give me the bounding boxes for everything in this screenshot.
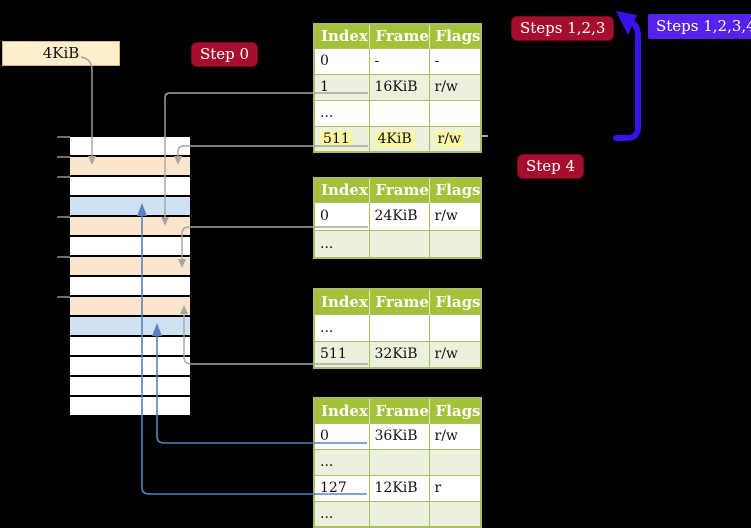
memory-frame-row [70, 177, 190, 197]
table-cell [368, 313, 430, 342]
table-cell [428, 99, 482, 127]
highlighted-cell-text: r/w [434, 130, 464, 147]
arrowhead-up-left-icon [616, 11, 637, 35]
table-cell: 12KiB [368, 474, 430, 502]
table-cell: r/w [428, 73, 482, 101]
highlighted-cell-text: 4KiB [374, 130, 415, 147]
physical-memory-column [70, 137, 190, 417]
memory-frame-row [70, 397, 190, 417]
table-cell: ... [313, 229, 370, 259]
memory-tick-marks [57, 136, 70, 298]
col-header-flags: Flags [428, 398, 481, 423]
col-header-flags: Flags [428, 289, 481, 314]
table-cell [428, 229, 482, 259]
table-cell: r/w [428, 340, 482, 369]
col-header-flags: Flags [428, 178, 481, 202]
table-cell: r/w [428, 125, 482, 153]
table-cell: 4KiB [368, 125, 430, 153]
table-cell: r [428, 474, 482, 502]
table-cell: 0 [313, 422, 370, 450]
table-cell: 0 [313, 201, 370, 231]
col-header-frame: Frame [368, 178, 429, 202]
memory-frame-row [70, 337, 190, 357]
table-cell: - [428, 47, 482, 75]
steps-123-badge: Steps 1,2,3 [511, 16, 615, 41]
table-cell: ... [313, 448, 370, 476]
step-0-badge: Step 0 [191, 42, 259, 67]
memory-frame-row [70, 257, 190, 277]
memory-frame-row [70, 317, 190, 337]
page-table-4: Index Frame Flags 0 36KiB r/w ... 127 12… [313, 397, 482, 528]
table-cell [368, 448, 430, 476]
steps-1234-badge: Steps 1,2,3,4 [648, 14, 751, 39]
page-table-2: Index Frame Flags 0 24KiB r/w ... [313, 177, 482, 259]
table-cell [368, 229, 430, 259]
frame-size-label: 4KiB [2, 41, 120, 66]
col-header-index: Index [314, 398, 369, 423]
memory-frame-row [70, 237, 190, 257]
table-cell: 511 [313, 125, 370, 153]
table-cell [428, 313, 482, 342]
memory-frame-row [70, 297, 190, 317]
table-cell: 16KiB [368, 73, 430, 101]
col-header-index: Index [314, 178, 369, 202]
page-table-3: Index Frame Flags ... 511 32KiB r/w [313, 288, 482, 369]
table-cell: 127 [313, 474, 370, 502]
table-cell: 0 [313, 47, 370, 75]
table-cell: ... [313, 500, 370, 528]
table-cell [428, 448, 482, 476]
table-cell: 511 [313, 340, 370, 369]
memory-frame-row [70, 157, 190, 177]
table-cell [368, 99, 430, 127]
table-cell: ... [313, 313, 370, 342]
table-cell: 1 [313, 73, 370, 101]
memory-frame-row [70, 357, 190, 377]
table-cell: r/w [428, 422, 482, 450]
col-header-frame: Frame [368, 289, 429, 314]
table-cell: r/w [428, 201, 482, 231]
recursive-loop-arrow [613, 11, 641, 141]
table-cell: - [368, 47, 430, 75]
memory-frame-row [70, 377, 190, 397]
memory-frame-row [70, 197, 190, 217]
table-cell: ... [313, 99, 370, 127]
table-cell [428, 500, 482, 528]
table-cell: 36KiB [368, 422, 430, 450]
col-header-frame: Frame [368, 398, 429, 423]
page-table-1: Index Frame Flags 0 - - 1 16KiB r/w ... … [313, 23, 482, 153]
col-header-flags: Flags [428, 24, 481, 48]
memory-frame-row [70, 217, 190, 237]
table-cell: 32KiB [368, 340, 430, 369]
memory-frame-row [70, 277, 190, 297]
memory-frame-row [70, 137, 190, 157]
table-cell: 24KiB [368, 201, 430, 231]
col-header-frame: Frame [368, 24, 429, 48]
highlighted-cell-text: 511 [320, 130, 353, 147]
col-header-index: Index [314, 24, 369, 48]
step-4-badge: Step 4 [517, 154, 585, 179]
col-header-index: Index [314, 289, 369, 314]
table-cell [368, 500, 430, 528]
